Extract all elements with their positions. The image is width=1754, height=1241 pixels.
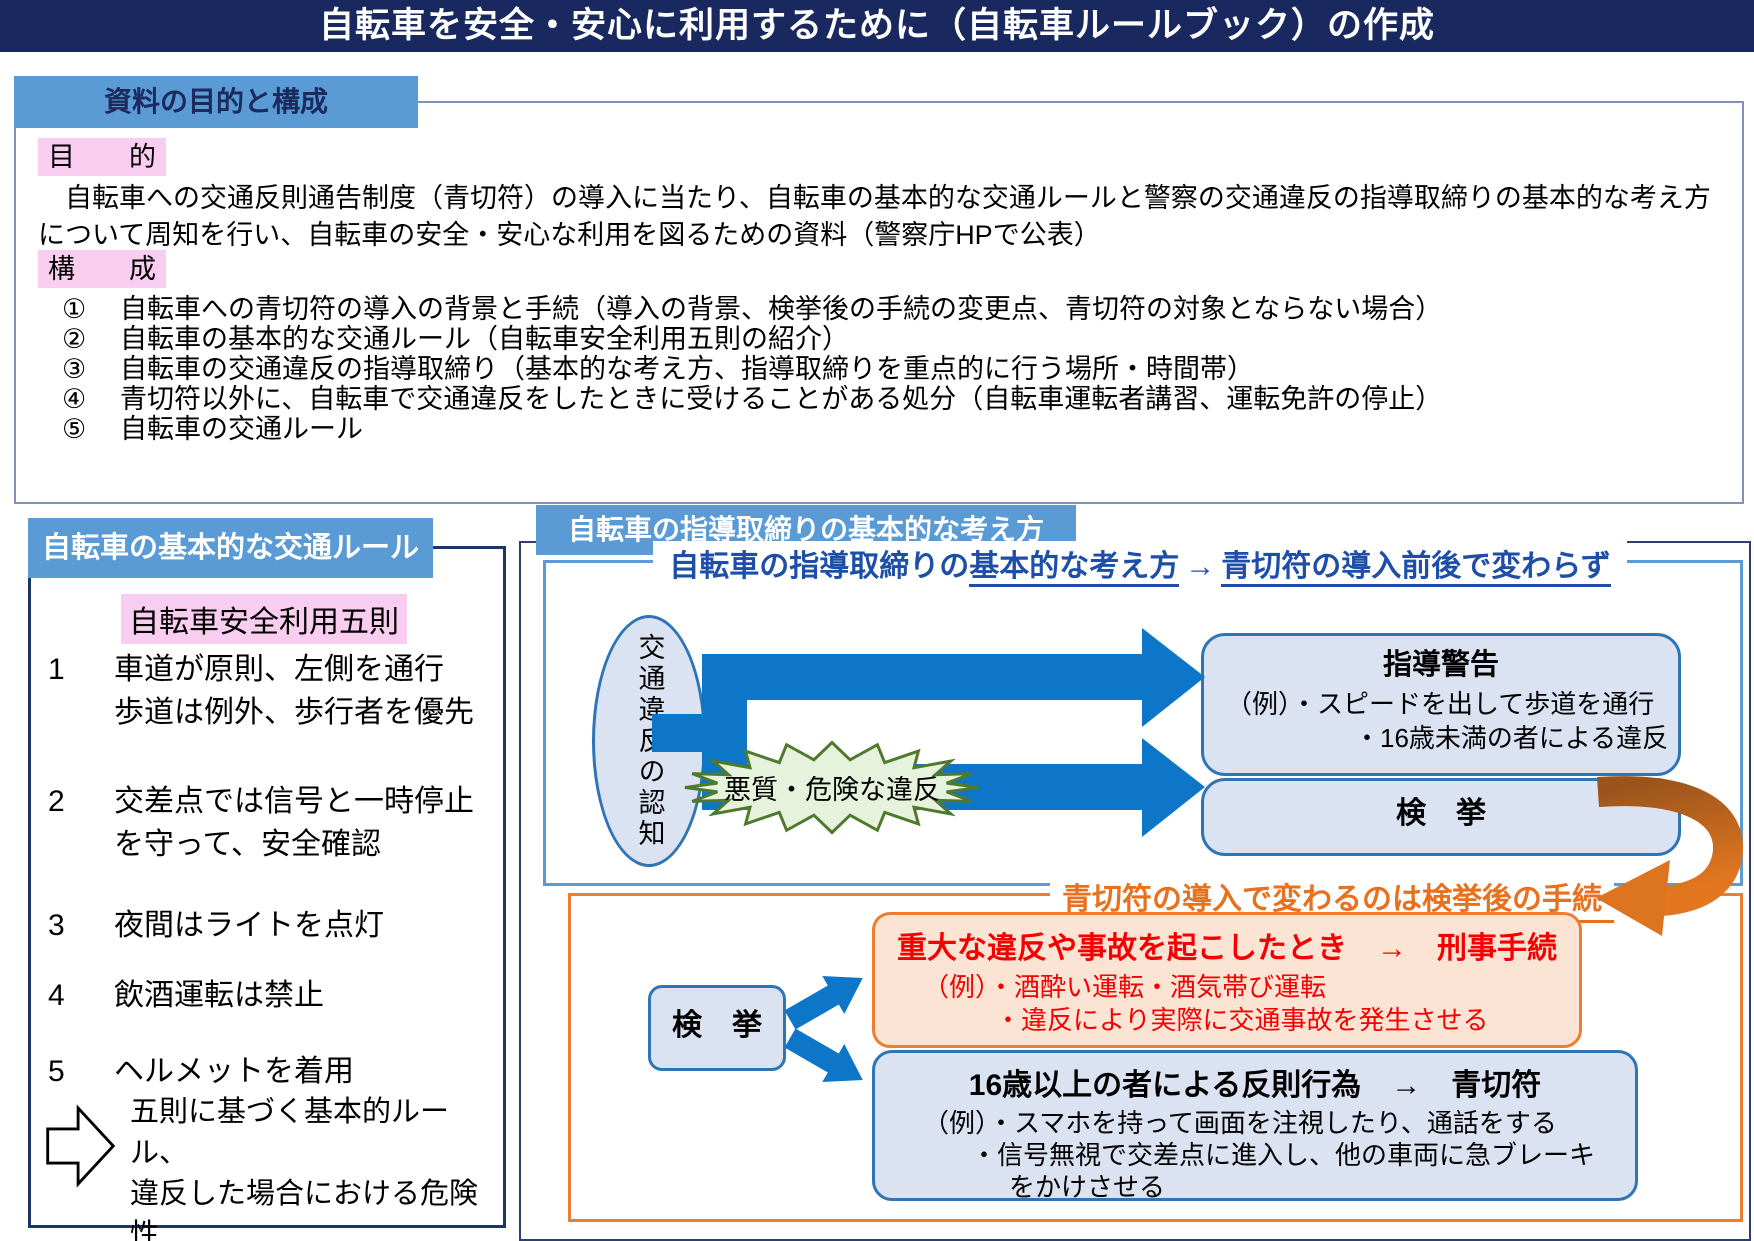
objective-label-highlight: 目 的 — [38, 138, 166, 176]
guidance-warning-example-1: （例）・スピードを出して歩道を通行 — [1226, 689, 1655, 719]
rule-line: を守って、安全確認 — [114, 828, 381, 861]
block-arrow-icon — [42, 1098, 118, 1194]
rule-line: 歩道は例外、歩行者を優先 — [114, 696, 474, 729]
rule-text: 交差点では信号と一時停止 を守って、安全確認 — [114, 780, 474, 866]
legend-plain: 自転車の指導取締りの — [669, 550, 970, 583]
note-line: 五則に基づく基本的ルール、 — [130, 1096, 450, 1169]
item-number: ② — [62, 324, 87, 354]
arrest-box-top: 検 挙 — [1201, 778, 1681, 856]
criminal-procedure-box: 重大な違反や事故を起こしたとき → 刑事手続 （例）・酒酔い運転・酒気帯び運転 … — [872, 912, 1582, 1048]
rule-text: ヘルメットを着用 — [114, 1050, 354, 1093]
objective-text-line2: について周知を行い、自転車の安全・安心な利用を図るための資料（警察庁HPで公表） — [38, 220, 1101, 250]
blue-ticket-example-1: （例）・スマホを持って画面を注視したり、通話をする — [923, 1108, 1557, 1138]
item-number: ③ — [62, 354, 87, 384]
structure-item-4: ④ 青切符以外に、自転車で交通違反をしたときに受けることがある処分（自転車運転者… — [62, 384, 1442, 414]
guidance-warning-title: 指導警告 — [1382, 649, 1499, 681]
item-text: 自転車の交通ルール — [120, 414, 363, 444]
rule-text: 車道が原則、左側を通行 歩道は例外、歩行者を優先 — [114, 648, 474, 734]
rule-line: 車道が原則、左側を通行 — [114, 653, 444, 686]
rule-4: 4 飲酒運転は禁止 — [48, 974, 494, 1017]
rule-number: 1 — [48, 653, 65, 686]
arrest-box-bottom: 検 挙 — [648, 985, 786, 1071]
objective-text-line1: 自転車への交通反則通告制度（青切符）の導入に当たり、自転車の基本的な交通ルールと… — [38, 183, 1711, 213]
right-arrow-glyph: → — [1185, 550, 1216, 583]
rule-2: 2 交差点では信号と一時停止 を守って、安全確認 — [48, 780, 494, 866]
item-text: 自転車の基本的な交通ルール（自転車安全利用五則の紹介） — [120, 324, 849, 354]
approach-frame-title: 自転車の指導取締りの基本的な考え方→青切符の導入前後で変わらず — [543, 541, 1737, 587]
purpose-section-box — [14, 101, 1744, 504]
rule-line: 交差点では信号と一時停止 — [114, 785, 474, 818]
structure-item-5: ⑤ 自転車の交通ルール — [62, 414, 363, 444]
rule-line: 夜間はライトを点灯 — [114, 909, 384, 942]
blue-ticket-example-2: ・信号無視で交差点に進入し、他の車両に急ブレーキ — [971, 1140, 1596, 1170]
blue-ticket-title: 16歳以上の者による反則行為 → 青切符 — [968, 1069, 1542, 1102]
rules-note: 五則に基づく基本的ルール、 違反した場合における危険性 等を解説 — [130, 1092, 502, 1241]
rule-line: 飲酒運転は禁止 — [114, 979, 324, 1012]
rule-number: 4 — [48, 979, 65, 1012]
structure-label: 構 成 — [38, 250, 166, 288]
rule-text: 夜間はライトを点灯 — [114, 904, 384, 947]
rule-number: 5 — [48, 1055, 65, 1088]
item-number: ① — [62, 294, 87, 324]
five-rules-subtitle: 自転車安全利用五則 — [28, 594, 500, 644]
item-text: 自転車の交通違反の指導取締り（基本的な考え方、指導取締りを重点的に行う場所・時間… — [120, 354, 1254, 384]
structure-label-highlight: 構 成 — [38, 250, 166, 288]
guidance-warning-example-2: ・16歳未満の者による違反 — [1354, 723, 1669, 753]
item-text: 青切符以外に、自転車で交通違反をしたときに受けることがある処分（自転車運転者講習… — [120, 384, 1443, 414]
rule-number: 2 — [48, 785, 65, 818]
rule-text: 飲酒運転は禁止 — [114, 974, 324, 1017]
structure-item-1: ① 自転車への青切符の導入の背景と手続（導入の背景、検挙後の手続の変更点、青切符… — [62, 294, 1442, 324]
item-number: ⑤ — [62, 414, 87, 444]
five-rules-subtitle-highlight: 自転車安全利用五則 — [121, 594, 407, 644]
criminal-procedure-title: 重大な違反や事故を起こしたとき → 刑事手続 — [897, 932, 1557, 965]
criminal-example-1: （例）・酒酔い運転・酒気帯び運転 — [923, 972, 1327, 1002]
structure-item-2: ② 自転車の基本的な交通ルール（自転車安全利用五則の紹介） — [62, 324, 849, 354]
criminal-example-2: ・違反により実際に交通事故を発生させる — [995, 1005, 1489, 1035]
blue-ticket-example-3: をかけさせる — [1009, 1172, 1166, 1202]
rules-section-tab: 自転車の基本的な交通ルール — [28, 518, 433, 578]
objective-label: 目 的 — [38, 138, 166, 176]
purpose-section-tab: 資料の目的と構成 — [14, 76, 418, 128]
blue-ticket-box: 16歳以上の者による反則行為 → 青切符 （例）・スマホを持って画面を注視したり… — [872, 1050, 1638, 1202]
rule-3: 3 夜間はライトを点灯 — [48, 904, 494, 947]
page-title: 自転車を安全・安心に利用するために（自転車ルールブック）の作成 — [0, 0, 1754, 52]
guidance-warning-box: 指導警告 （例）・スピードを出して歩道を通行 ・16歳未満の者による違反 — [1201, 633, 1681, 776]
legend-underlined-1: 基本的な考え方 — [969, 550, 1180, 587]
starburst-label: 悪質・危険な違反 — [724, 775, 940, 805]
rule-1: 1 車道が原則、左側を通行 歩道は例外、歩行者を優先 — [48, 648, 494, 734]
structure-item-3: ③ 自転車の交通違反の指導取締り（基本的な考え方、指導取締りを重点的に行う場所・… — [62, 354, 1254, 384]
rules-section-box — [28, 546, 506, 1228]
note-line: 違反した場合における危険性 — [130, 1178, 479, 1241]
item-number: ④ — [62, 384, 87, 414]
item-text: 自転車への青切符の導入の背景と手続（導入の背景、検挙後の手続の変更点、青切符の対… — [120, 294, 1443, 324]
violation-recognition-label: 交通違反の認知 — [634, 632, 665, 850]
starburst: 悪質・危険な違反 — [682, 740, 982, 835]
approach-frame-title-text: 自転車の指導取締りの基本的な考え方→青切符の導入前後で変わらず — [653, 541, 1627, 587]
rule-5: 5 ヘルメットを着用 — [48, 1050, 494, 1093]
rule-line: ヘルメットを着用 — [114, 1055, 354, 1088]
legend-underlined-2: 青切符の導入前後で変わらず — [1221, 550, 1611, 587]
rule-number: 3 — [48, 909, 65, 942]
